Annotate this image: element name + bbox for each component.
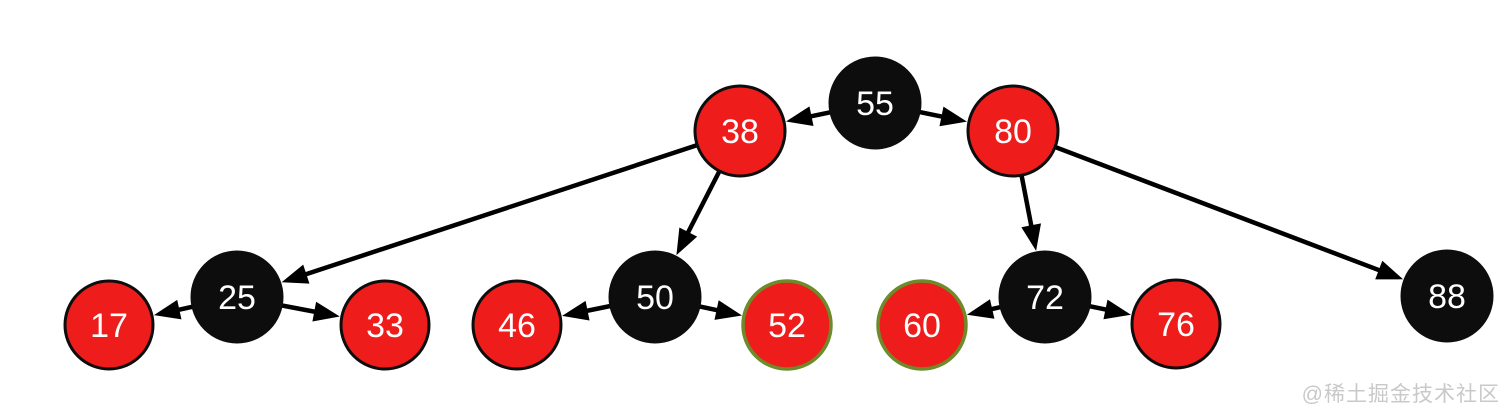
tree-node-88: 88	[1400, 249, 1494, 343]
tree-edge-arrowhead-72-76	[1103, 299, 1131, 320]
tree-node-label-55: 55	[856, 85, 894, 123]
tree-node-label-46: 46	[498, 307, 536, 345]
tree-node-label-88: 88	[1428, 278, 1466, 316]
tree-node-60: 60	[876, 279, 968, 371]
tree-node-52: 52	[741, 279, 833, 371]
tree-node-circle-25	[190, 250, 284, 344]
tree-edge-arrowhead-25-17	[153, 299, 182, 320]
tree-node-circle-52	[741, 279, 833, 371]
tree-node-33: 33	[339, 279, 431, 371]
tree-edge-arrowhead-80-72	[1021, 223, 1042, 251]
tree-edge-arrowhead-55-80	[939, 106, 967, 127]
tree-node-17: 17	[63, 279, 155, 371]
tree-node-circle-76	[1130, 278, 1222, 370]
tree-edge-80-88	[1012, 128, 1386, 275]
tree-edge-arrowhead-50-52	[714, 300, 743, 320]
tree-node-circle-55	[828, 56, 922, 150]
tree-node-circle-60	[876, 279, 968, 371]
tree-node-circle-17	[63, 279, 155, 371]
tree-node-25: 25	[190, 250, 284, 344]
tree-node-label-52: 52	[768, 307, 806, 345]
tree-node-label-17: 17	[90, 307, 128, 345]
tree-node-circle-50	[608, 250, 702, 344]
watermark-text: @稀土掘金技术社区	[1301, 383, 1500, 406]
tree-node-label-25: 25	[218, 279, 256, 317]
tree-node-circle-80	[966, 84, 1060, 178]
tree-node-72: 72	[998, 250, 1092, 344]
tree-edge-arrowhead-80-88	[1375, 260, 1404, 280]
tree-node-circle-72	[998, 250, 1092, 344]
tree-node-label-60: 60	[903, 307, 941, 345]
tree-node-label-50: 50	[636, 279, 674, 317]
tree-node-label-33: 33	[366, 307, 404, 345]
tree-edge-arrowhead-38-25	[281, 264, 310, 284]
tree-node-46: 46	[471, 279, 563, 371]
tree-node-label-38: 38	[721, 113, 759, 151]
tree-edge-arrowhead-72-60	[966, 299, 995, 319]
tree-node-80: 80	[966, 84, 1060, 178]
tree-node-circle-88	[1400, 249, 1494, 343]
tree-edge-38-25	[299, 128, 741, 279]
tree-edge-arrowhead-50-46	[562, 300, 590, 321]
tree-node-50: 50	[608, 250, 702, 344]
tree-edge-arrowhead-55-38	[786, 106, 814, 126]
tree-node-label-76: 76	[1157, 306, 1195, 344]
tree-edge-arrowhead-25-33	[312, 301, 340, 322]
tree-node-circle-38	[693, 84, 787, 178]
tree-node-label-72: 72	[1026, 279, 1064, 317]
tree-node-76: 76	[1130, 278, 1222, 370]
tree-node-label-80: 80	[994, 113, 1032, 151]
tree-node-circle-46	[471, 279, 563, 371]
tree-edge-arrowhead-38-50	[676, 227, 698, 256]
tree-node-55: 55	[828, 56, 922, 150]
tree-node-38: 38	[693, 84, 787, 178]
tree-node-circle-33	[339, 279, 431, 371]
